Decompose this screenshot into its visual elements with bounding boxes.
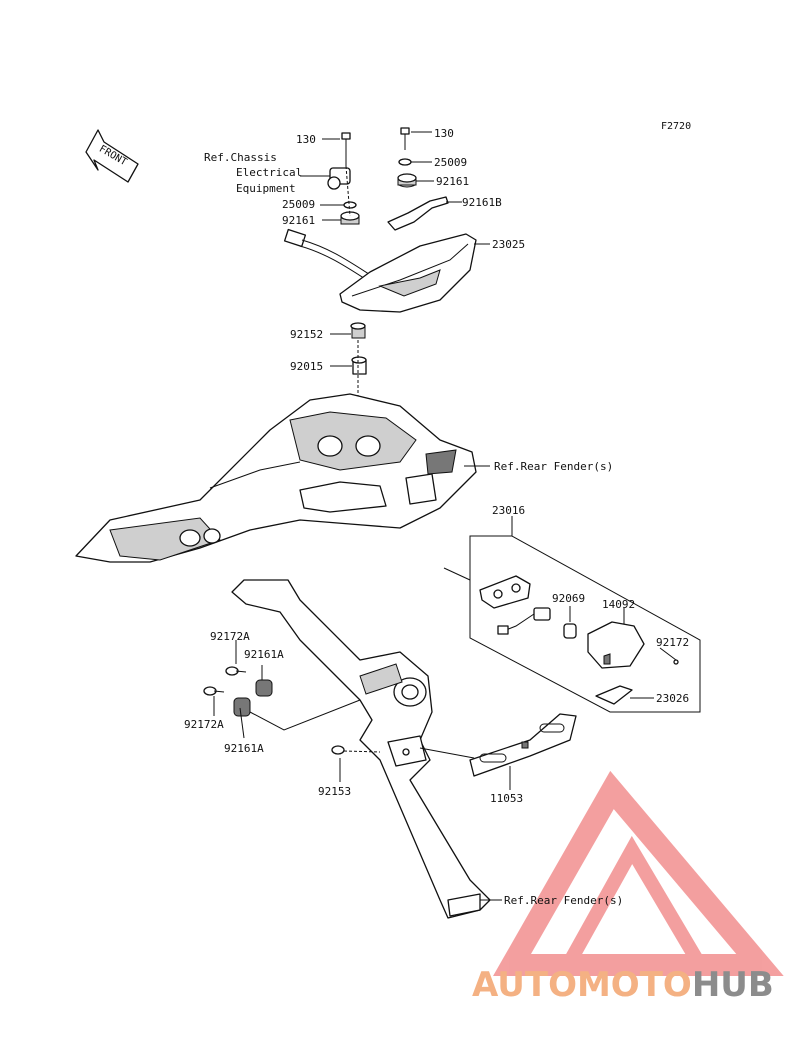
rear-fender-body bbox=[75, 393, 477, 563]
grommet-92161-right bbox=[397, 173, 417, 188]
watermark-word-a: AUTOMOTO bbox=[472, 965, 692, 1005]
label-ref-chassis-3: Equipment bbox=[236, 182, 296, 195]
label-130-left: 130 bbox=[296, 133, 316, 146]
front-arrow: FRONT bbox=[85, 129, 139, 183]
label-92015: 92015 bbox=[290, 360, 323, 373]
label-ref-rear-fender-2: Ref.Rear Fender(s) bbox=[504, 894, 623, 907]
label-ref-chassis-1: Ref.Chassis bbox=[204, 151, 277, 164]
grommet-92161a-top bbox=[255, 679, 273, 697]
bulb-92069 bbox=[563, 623, 577, 639]
label-23026: 23026 bbox=[656, 692, 689, 705]
tail-lamp-23025 bbox=[339, 233, 477, 313]
label-92153: 92153 bbox=[318, 785, 351, 798]
washer-25009-left bbox=[343, 201, 357, 209]
label-23016: 23016 bbox=[492, 504, 525, 517]
bolt-130-right bbox=[400, 127, 432, 150]
ref-chassis-clip bbox=[300, 167, 351, 190]
figure-code: F2720 bbox=[661, 121, 691, 132]
label-92161a-bottom: 92161A bbox=[224, 742, 264, 755]
license-plate-stay bbox=[231, 579, 491, 919]
bolt-92172a-top bbox=[225, 666, 247, 676]
bolt-130-left bbox=[322, 132, 351, 166]
label-130-right: 130 bbox=[434, 127, 454, 140]
collar-92152 bbox=[350, 322, 366, 339]
label-ref-chassis-2: Electrical bbox=[236, 166, 302, 179]
watermark-text: AUTOMOTOHUB bbox=[472, 965, 774, 1005]
tail-lamp-harness bbox=[283, 228, 373, 283]
label-25009-left: 25009 bbox=[282, 198, 315, 211]
label-92152: 92152 bbox=[290, 328, 323, 341]
lens-14092 bbox=[587, 621, 645, 669]
label-92161-left: 92161 bbox=[282, 214, 315, 227]
washer-25009-right bbox=[398, 158, 412, 166]
bracket-92161b bbox=[387, 196, 449, 231]
license-lamp-housing bbox=[479, 575, 531, 609]
watermark-logo bbox=[493, 770, 784, 976]
license-lamp-group-box bbox=[443, 516, 701, 713]
license-bracket-11053 bbox=[469, 713, 577, 777]
label-25009-right: 25009 bbox=[434, 156, 467, 169]
label-14092: 14092 bbox=[602, 598, 635, 611]
collar-92015 bbox=[351, 356, 367, 375]
bolt-92172a-bottom bbox=[203, 686, 225, 696]
label-92069: 92069 bbox=[552, 592, 585, 605]
watermark-triangle-large bbox=[493, 770, 784, 976]
cover-23026 bbox=[595, 685, 633, 705]
label-23025: 23025 bbox=[492, 238, 525, 251]
label-92161b: 92161B bbox=[462, 196, 502, 209]
label-92172a-top: 92172A bbox=[210, 630, 250, 643]
bolt-92153 bbox=[331, 745, 381, 755]
watermark-word-b: HUB bbox=[692, 965, 774, 1005]
socket-assembly bbox=[497, 607, 551, 635]
label-92172a-bottom: 92172A bbox=[184, 718, 224, 731]
label-92172: 92172 bbox=[656, 636, 689, 649]
grommet-92161a-bottom bbox=[233, 697, 251, 717]
label-11053: 11053 bbox=[490, 792, 523, 805]
label-ref-rear-fender-1: Ref.Rear Fender(s) bbox=[494, 460, 613, 473]
label-92161a-top: 92161A bbox=[244, 648, 284, 661]
label-92161-right: 92161 bbox=[436, 175, 469, 188]
watermark-triangle-inner bbox=[556, 835, 713, 972]
